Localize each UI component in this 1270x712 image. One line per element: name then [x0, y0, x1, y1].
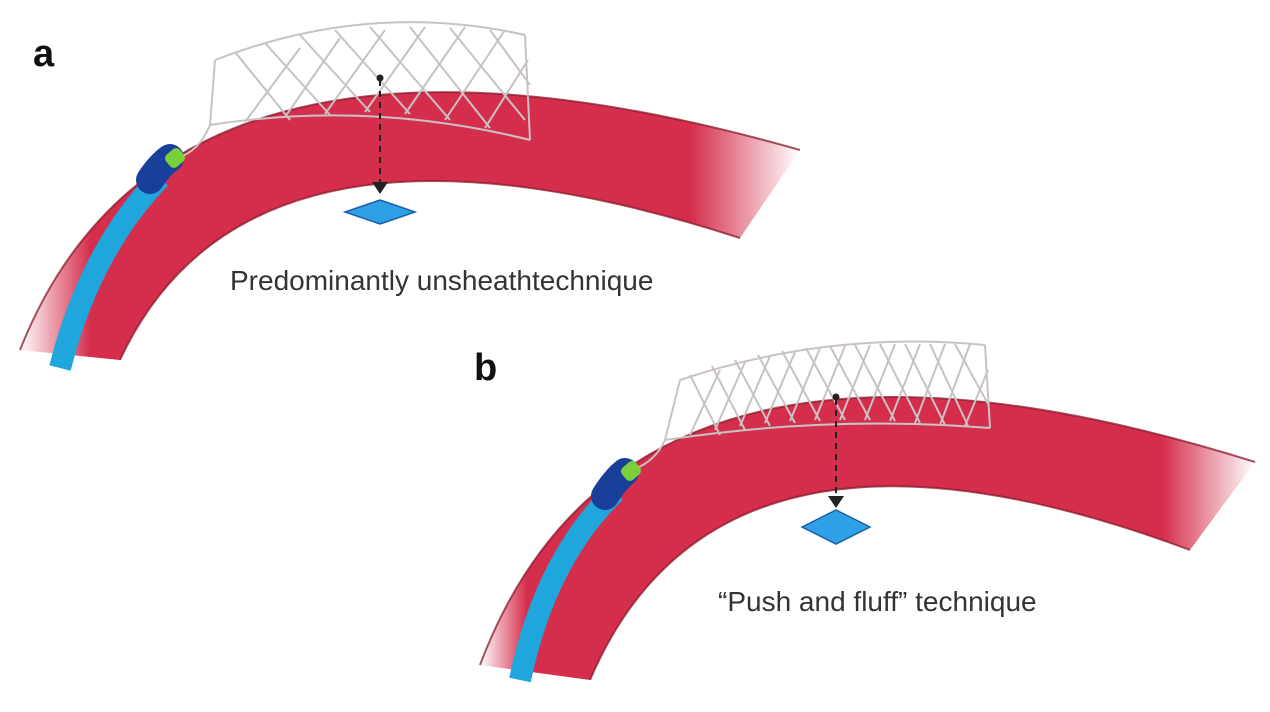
marker-band-b — [621, 461, 641, 481]
catheter-shaft-a — [49, 170, 168, 371]
caption-a: Predominantly unsheathtechnique — [230, 265, 653, 296]
vessel-wall-inner-b — [589, 485, 1191, 681]
caption-b: “Push and fluff” technique — [718, 586, 1037, 617]
stent-mesh-a — [177, 21, 531, 159]
stent-mesh-b — [631, 340, 991, 471]
marker-band-a — [165, 148, 185, 168]
dashed-arrow-b — [828, 393, 844, 508]
vessel-b — [480, 396, 1255, 680]
dashed-arrow-a — [372, 74, 388, 194]
panel-b: b “P — [474, 340, 1256, 683]
vessel-wall-outer-b — [479, 396, 1256, 666]
panel-letter-b: b — [474, 347, 497, 389]
diamond-marker-b — [800, 509, 872, 545]
vessel-wall-inner-a — [119, 180, 741, 361]
vessel-a — [20, 92, 800, 360]
panel-a: a Predominantly un — [19, 21, 801, 371]
diamond-marker-a — [342, 199, 418, 225]
panel-letter-a: a — [33, 33, 55, 75]
catheter-tip-b — [591, 458, 639, 510]
catheter-shaft-b — [509, 484, 623, 683]
